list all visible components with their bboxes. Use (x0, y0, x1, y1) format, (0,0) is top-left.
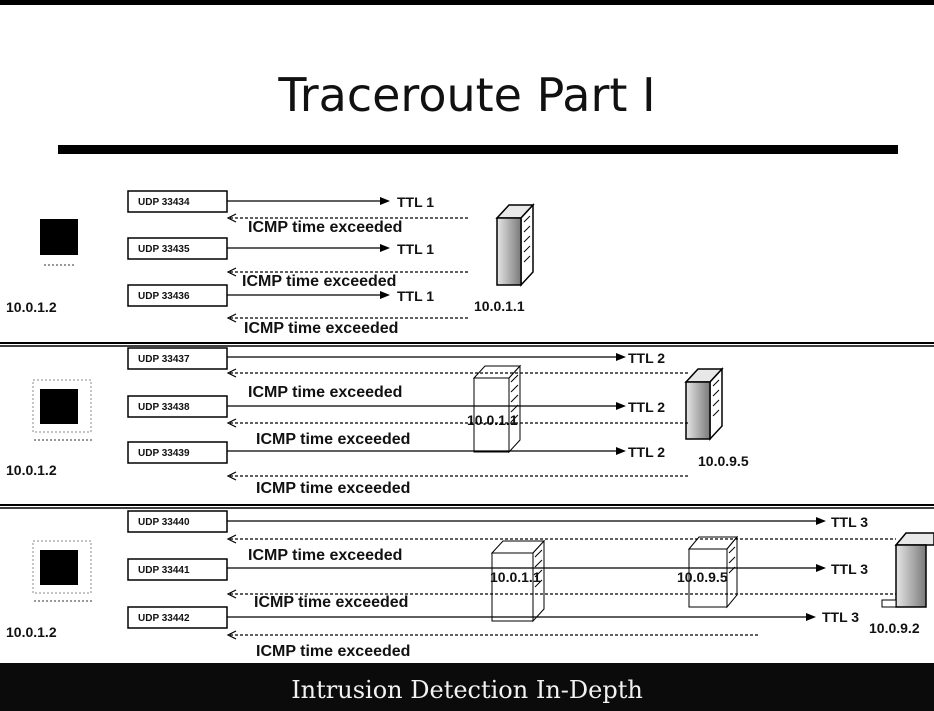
arrow-head (616, 353, 626, 361)
section-ttl-3: 10.0.1.2 10.0.1.1 10.0.9.5 (6, 510, 934, 660)
server-icon (881, 532, 934, 608)
source-computer-icon (32, 379, 92, 441)
arrow-head (616, 447, 626, 455)
router-address: 10.0.1.1 (467, 412, 518, 428)
arrow-head (226, 313, 237, 323)
router-address: 10.0.9.5 (698, 453, 749, 469)
router-address: 10.0.9.2 (869, 620, 920, 636)
icmp-reply-label: ICMP time exceeded (256, 643, 410, 660)
arrow-head (226, 534, 237, 544)
source-address: 10.0.1.2 (6, 299, 57, 315)
section-ttl-1: 10.0.1.2 10.0.1.1 UDP 33434 TTL 1 ICMP (6, 190, 535, 337)
footer-title: Intrusion Detection In-Depth (291, 676, 643, 704)
arrow-head (226, 368, 237, 378)
ttl-label: TTL 1 (397, 288, 434, 304)
icmp-reply-label: ICMP time exceeded (256, 480, 410, 497)
arrow-head (380, 197, 390, 205)
arrow-head (616, 402, 626, 410)
arrow-head (226, 213, 237, 223)
arrow-head (806, 613, 816, 621)
router-icon (490, 539, 546, 623)
arrow-head (380, 244, 390, 252)
section-ttl-2: 10.0.1.2 10.0.1.1 (6, 347, 749, 497)
slide-title: Traceroute Part I (278, 68, 656, 122)
udp-port-label: UDP 33439 (138, 448, 190, 459)
ttl-label: TTL 2 (628, 350, 665, 366)
source-address: 10.0.1.2 (6, 462, 57, 478)
router-icon (687, 535, 739, 609)
udp-port-label: UDP 33441 (138, 565, 190, 576)
arrow-head (226, 630, 237, 640)
source-computer-icon (40, 219, 78, 266)
ttl-label: TTL 3 (831, 561, 868, 577)
ttl-label: TTL 3 (831, 514, 868, 530)
ttl-label: TTL 1 (397, 241, 434, 257)
icmp-reply-label: ICMP time exceeded (248, 219, 402, 236)
udp-port-box (127, 441, 228, 464)
router-address: 10.0.1.1 (474, 298, 525, 314)
arrow-head (226, 471, 237, 481)
udp-port-label: UDP 33435 (138, 244, 190, 255)
icmp-reply-label: ICMP time exceeded (244, 320, 398, 337)
ttl-label: TTL 2 (628, 399, 665, 415)
udp-port-label: UDP 33440 (138, 517, 190, 528)
icmp-reply-label: ICMP time exceeded (248, 384, 402, 401)
arrow-head (816, 517, 826, 525)
ttl-label: TTL 3 (822, 609, 859, 625)
ttl-label: TTL 2 (628, 444, 665, 460)
icmp-reply-label: ICMP time exceeded (248, 547, 402, 564)
udp-port-label: UDP 33442 (138, 613, 190, 624)
source-address: 10.0.1.2 (6, 624, 57, 640)
udp-port-label: UDP 33434 (138, 197, 190, 208)
server-icon (684, 367, 724, 441)
arrow-head (226, 589, 237, 599)
udp-port-label: UDP 33436 (138, 291, 190, 302)
arrow-head (816, 564, 826, 572)
source-computer-icon (32, 540, 92, 602)
footer-bar (0, 663, 934, 711)
icmp-reply-label: ICMP time exceeded (256, 431, 410, 448)
router-address: 10.0.1.1 (490, 569, 541, 585)
udp-port-box (127, 347, 228, 370)
arrow-head (226, 267, 237, 277)
server-icon (495, 203, 535, 287)
icmp-reply-label: ICMP time exceeded (254, 594, 408, 611)
router-icon (472, 364, 522, 454)
top-rule (0, 0, 934, 5)
ttl-label: TTL 1 (397, 194, 434, 210)
udp-port-box (127, 558, 228, 581)
router-address: 10.0.9.5 (677, 569, 728, 585)
arrow-head (380, 291, 390, 299)
icmp-reply-label: ICMP time exceeded (242, 273, 396, 290)
title-underline (58, 145, 898, 154)
udp-port-label: UDP 33438 (138, 402, 190, 413)
udp-port-label: UDP 33437 (138, 354, 190, 365)
arrow-head (226, 418, 237, 428)
traceroute-diagram: 10.0.1.2 10.0.1.1 UDP 33434 TTL 1 ICMP (0, 190, 934, 660)
